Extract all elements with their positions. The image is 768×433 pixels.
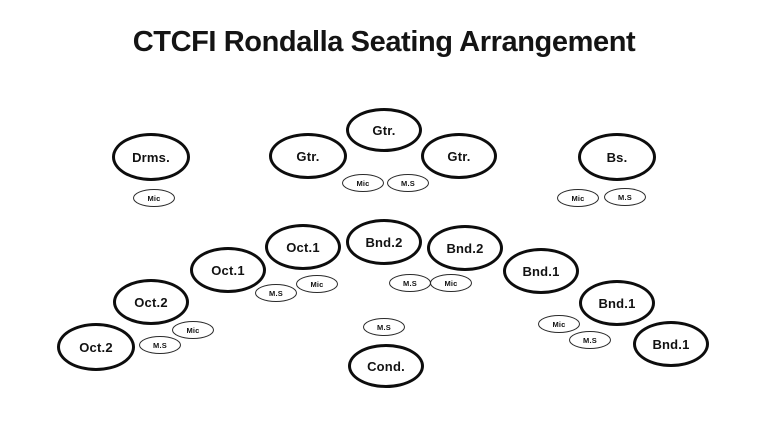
seat-gtr: Gtr. — [346, 108, 422, 152]
node-label: Gtr. — [296, 148, 320, 164]
mic-m-s: M.S — [604, 188, 646, 206]
node-label: M.S — [583, 335, 597, 345]
seat-bs: Bs. — [578, 133, 656, 181]
node-label: Mic — [147, 193, 161, 203]
node-label: Bnd.1 — [598, 295, 636, 311]
node-label: Drms. — [132, 149, 170, 165]
node-label: Mic — [552, 319, 566, 329]
node-label: M.S — [377, 322, 391, 332]
node-label: Mic — [310, 279, 324, 289]
node-label: M.S — [403, 278, 417, 288]
seat-gtr: Gtr. — [269, 133, 347, 179]
node-label: Gtr. — [372, 122, 396, 138]
seat-drms: Drms. — [112, 133, 190, 181]
seat-oct-1: Oct.1 — [190, 247, 266, 293]
mic-mic: Mic — [296, 275, 338, 293]
node-label: Bnd.2 — [446, 240, 484, 256]
node-label: Cond. — [367, 358, 405, 374]
seat-bnd-2: Bnd.2 — [427, 225, 503, 271]
seat-gtr: Gtr. — [421, 133, 497, 179]
mic-m-s: M.S — [255, 284, 297, 302]
mic-m-s: M.S — [569, 331, 611, 349]
node-label: Bnd.1 — [652, 336, 690, 352]
node-label: Oct.2 — [134, 294, 168, 310]
mic-mic: Mic — [342, 174, 384, 192]
node-label: Mic — [356, 178, 370, 188]
seat-bnd-2: Bnd.2 — [346, 219, 422, 265]
node-label: Mic — [571, 193, 585, 203]
node-label: Mic — [444, 278, 458, 288]
node-label: Bnd.1 — [522, 263, 560, 279]
mic-mic: Mic — [133, 189, 175, 207]
node-label: M.S — [618, 192, 632, 202]
seat-oct-1: Oct.1 — [265, 224, 341, 270]
mic-mic: Mic — [557, 189, 599, 207]
mic-mic: Mic — [538, 315, 580, 333]
node-label: Mic — [186, 325, 200, 335]
seat-bnd-1: Bnd.1 — [579, 280, 655, 326]
node-label: Gtr. — [447, 148, 471, 164]
seat-oct-2: Oct.2 — [57, 323, 135, 371]
node-label: M.S — [153, 340, 167, 350]
seat-bnd-1: Bnd.1 — [503, 248, 579, 294]
seat-oct-2: Oct.2 — [113, 279, 189, 325]
seat-cond: Cond. — [348, 344, 424, 388]
node-label: M.S — [269, 288, 283, 298]
node-label: Oct.1 — [286, 239, 320, 255]
node-label: Oct.2 — [79, 339, 113, 355]
seat-bnd-1: Bnd.1 — [633, 321, 709, 367]
node-label: Bs. — [606, 149, 628, 165]
node-label: Oct.1 — [211, 262, 245, 278]
node-label: M.S — [401, 178, 415, 188]
page-title: CTCFI Rondalla Seating Arrangement — [132, 26, 636, 58]
mic-mic: Mic — [172, 321, 214, 339]
mic-mic: Mic — [430, 274, 472, 292]
mic-m-s: M.S — [387, 174, 429, 192]
mic-m-s: M.S — [363, 318, 405, 336]
mic-m-s: M.S — [139, 336, 181, 354]
node-label: Bnd.2 — [365, 234, 403, 250]
mic-m-s: M.S — [389, 274, 431, 292]
